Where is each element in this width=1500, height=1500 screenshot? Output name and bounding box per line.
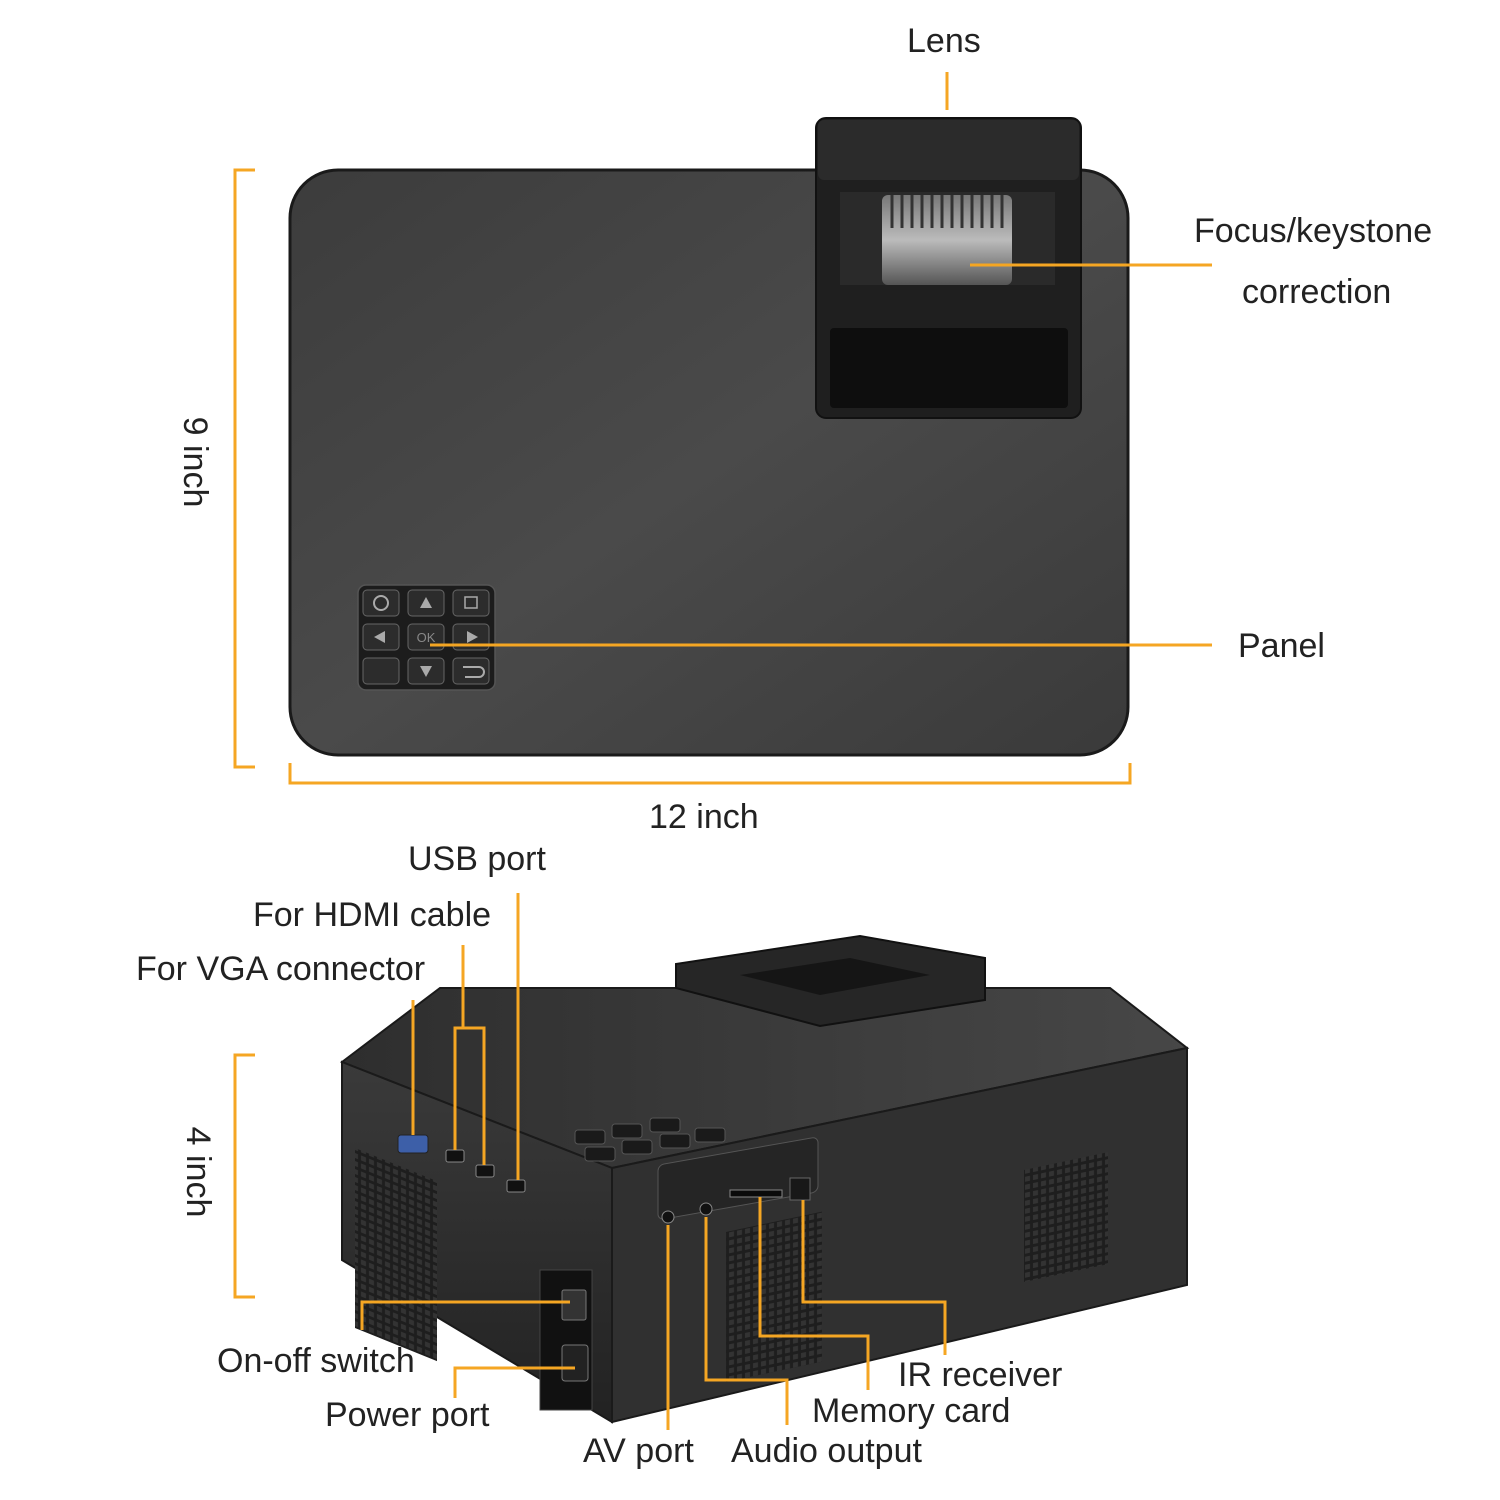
on-off-switch[interactable] [561, 1289, 587, 1321]
arrow-left-icon [374, 631, 385, 643]
depth-dimension-label: 4 inch [179, 1126, 217, 1218]
hdmi-cable-label: For HDMI cable [253, 896, 492, 934]
focus-label-line1: Focus/keystone [1194, 212, 1433, 250]
lens-label: Lens [907, 22, 981, 60]
projector-rear-view [339, 934, 1190, 1424]
rear-lens-window [740, 958, 930, 995]
panel-power-button[interactable] [362, 589, 400, 617]
usb-port [506, 1179, 526, 1193]
ir-leader [801, 1200, 947, 1355]
arrow-up-icon [420, 597, 432, 608]
lens-cover [818, 120, 1079, 180]
vga-port [397, 1134, 429, 1154]
on-off-leader [360, 1300, 570, 1330]
power-port-label: Power port [325, 1396, 490, 1434]
usb-port-label: USB port [408, 840, 546, 878]
depth-dimension-line [233, 1053, 255, 1299]
height-dimension-line [233, 168, 255, 769]
ir-receiver-label: IR receiver [898, 1356, 1063, 1394]
vga-connector-label: For VGA connector [136, 950, 426, 988]
height-dimension-label: 9 inch [176, 416, 214, 508]
width-dimension-label: 12 inch [649, 798, 759, 836]
control-panel-buttons [362, 589, 490, 685]
menu-icon [464, 596, 478, 609]
memory-card-slot [729, 1189, 783, 1198]
lens-window [830, 328, 1068, 408]
side-port-panel [657, 1137, 819, 1220]
arrow-right-icon [467, 631, 478, 643]
hdmi-port-2 [475, 1164, 495, 1178]
side-vent-2 [1024, 1152, 1108, 1282]
focus-label-line2: correction [1242, 273, 1392, 311]
panel-source-button[interactable] [362, 657, 400, 685]
memory-leader [758, 1197, 870, 1390]
memory-card-label: Memory card [812, 1392, 1011, 1430]
width-dimension-line [288, 763, 1132, 785]
panel-ok-label: OK [417, 630, 436, 645]
focus-ring-grip [890, 195, 1004, 228]
back-icon [463, 666, 485, 678]
power-icon [373, 595, 389, 611]
hdmi-leader [453, 1026, 486, 1165]
on-off-switch-label: On-off switch [217, 1342, 415, 1380]
av-port [661, 1210, 675, 1224]
side-vent-1 [726, 1211, 822, 1382]
arrow-down-icon [420, 666, 432, 677]
power-socket [561, 1344, 589, 1382]
leader-lines [233, 72, 1212, 1430]
focus-ring [882, 195, 1012, 285]
left-vent [355, 1148, 437, 1362]
audio-output-port [699, 1202, 713, 1216]
panel-menu-button[interactable] [452, 589, 490, 617]
projector-top-view: OK [288, 117, 1130, 757]
power-leader [453, 1366, 575, 1398]
hdmi-port-1 [445, 1149, 465, 1163]
rear-control-panel [574, 1117, 726, 1162]
panel-label: Panel [1238, 627, 1325, 665]
ir-receiver [789, 1177, 811, 1201]
av-port-label: AV port [583, 1432, 694, 1470]
audio-output-label: Audio output [731, 1432, 922, 1470]
audio-leader [704, 1217, 789, 1425]
